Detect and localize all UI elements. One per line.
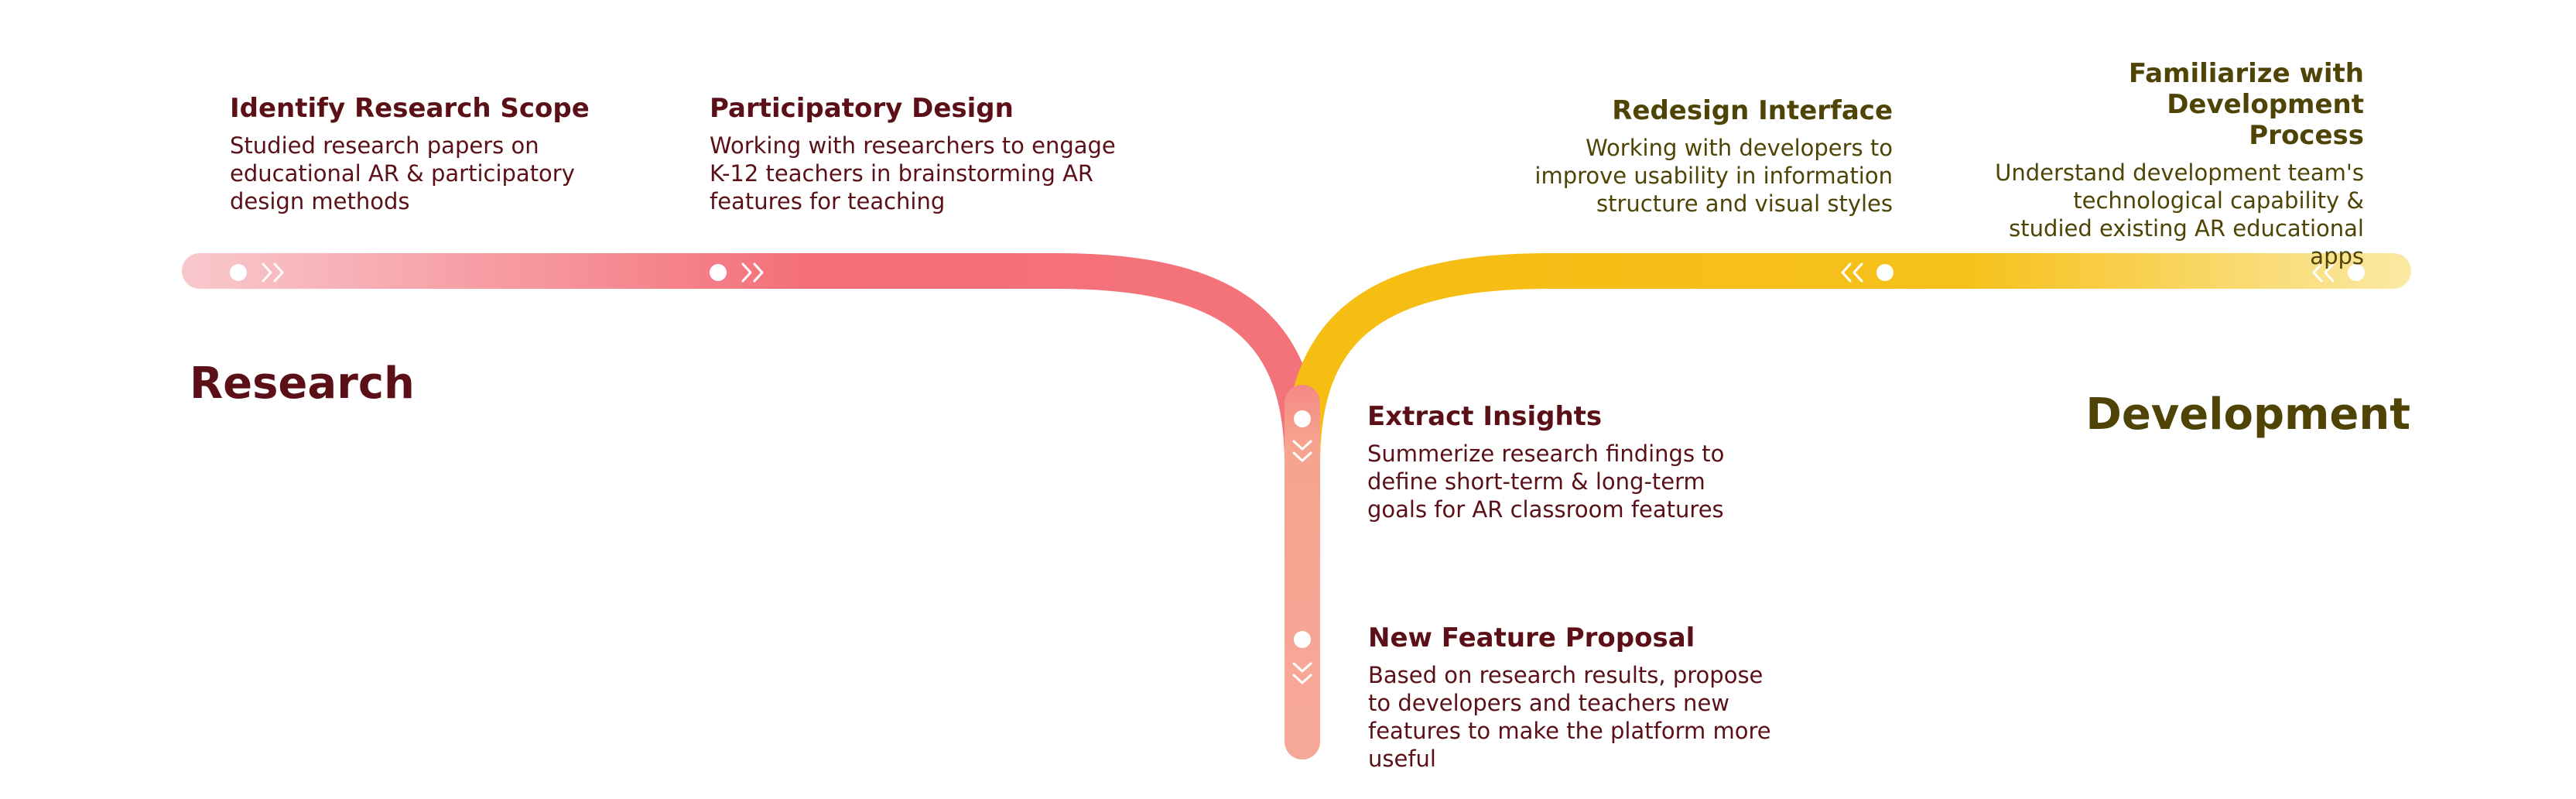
step-marker-extract-insights	[1294, 410, 1311, 427]
step-title: Extract Insights	[1367, 401, 1603, 432]
step-participatory-design: Participatory Design Working with resear…	[710, 93, 1116, 215]
step-familiarize-development-process: Familiarize with Development Process Und…	[1985, 58, 2364, 270]
step-marker-redesign-interface	[1876, 264, 1894, 281]
chevron-down-icon	[1292, 662, 1312, 684]
chevron-right-icon	[262, 262, 284, 283]
step-marker-new-feature-proposal	[1294, 631, 1311, 648]
step-description: Working with researchers to engage K-12 …	[710, 132, 1116, 214]
chevron-right-icon	[741, 262, 764, 283]
step-redesign-interface: Redesign Interface Working with develope…	[1529, 95, 1893, 218]
step-title: Redesign Interface	[1612, 95, 1893, 126]
step-description: Based on research results, propose to de…	[1368, 662, 1771, 772]
step-marker-participatory-design	[710, 264, 727, 281]
step-description: Working with developers to improve usabi…	[1534, 135, 1893, 217]
step-title: Participatory Design	[710, 93, 1014, 124]
step-new-feature-proposal: New Feature Proposal Based on research r…	[1368, 622, 1786, 773]
chevron-left-icon	[1841, 262, 1863, 283]
step-title: New Feature Proposal	[1368, 622, 1695, 653]
step-marker-familiarize-process	[2348, 264, 2365, 281]
step-description: Studied research papers on educational A…	[230, 132, 575, 214]
step-identify-research-scope: Identify Research Scope Studied research…	[230, 93, 601, 215]
step-description: Summerize research findings to define sh…	[1367, 441, 1725, 523]
chevron-left-icon	[2312, 262, 2335, 283]
step-title: Familiarize with Development Process	[2128, 58, 2364, 151]
step-description: Understand development team's technologi…	[1995, 159, 2364, 269]
step-marker-identify-scope	[230, 264, 247, 281]
phase-label-research: Research	[190, 358, 415, 409]
phase-label-development: Development	[2085, 389, 2410, 440]
chevron-down-icon	[1292, 440, 1312, 462]
step-title: Identify Research Scope	[230, 93, 590, 124]
step-extract-insights: Extract Insights Summerize research find…	[1367, 401, 1777, 523]
